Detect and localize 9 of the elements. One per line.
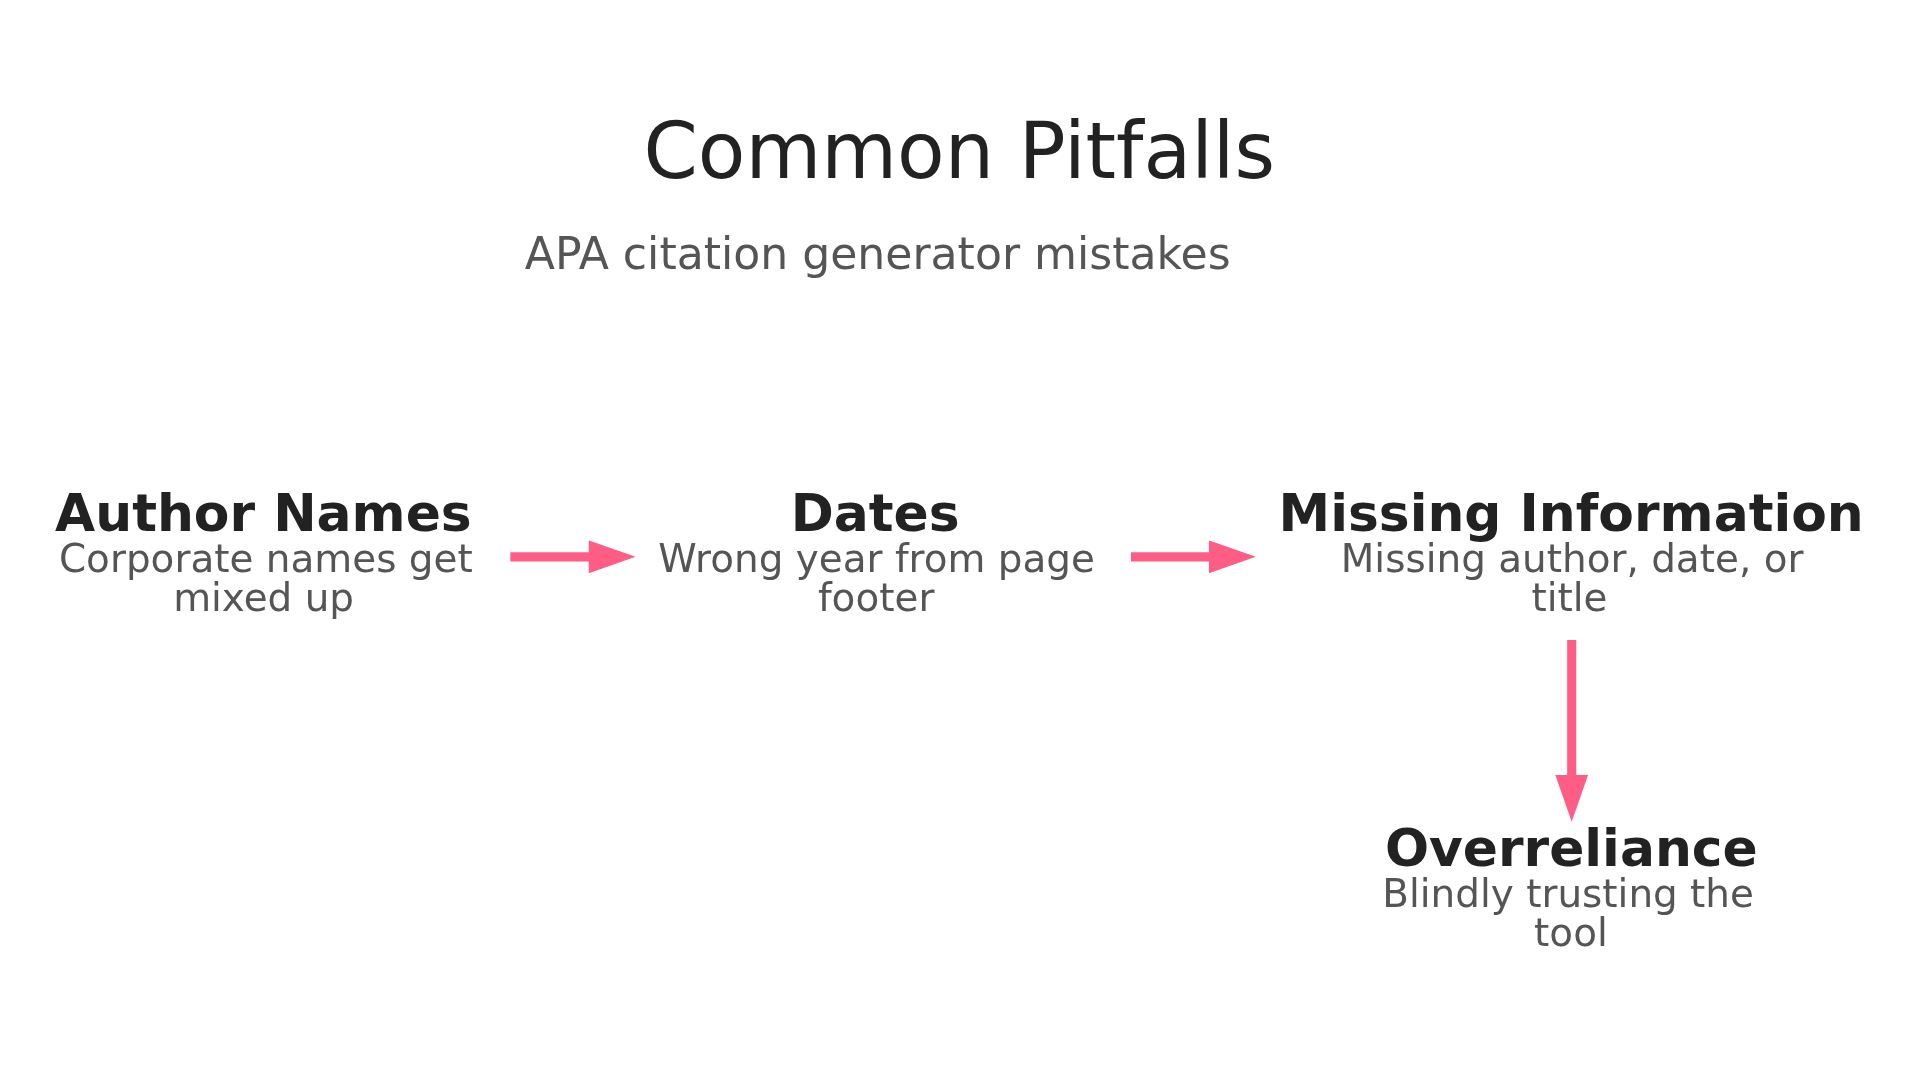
node-text: Missing Information Missing author, date, or title bbox=[1278, 482, 1864, 621]
diagram-title: Common Pitfalls bbox=[643, 106, 1275, 197]
arrow bbox=[1130, 540, 1256, 574]
arrow bbox=[510, 540, 636, 574]
label: APA citation generator mistakes bbox=[524, 228, 1231, 280]
arrow bbox=[1555, 640, 1589, 822]
node-text: Dates Wrong year from page footer bbox=[658, 482, 1095, 621]
node-text: Author Names Corporate names get mixed up bbox=[55, 482, 473, 621]
node-text: Overreliance Blindly trusting the tool bbox=[1382, 817, 1758, 956]
